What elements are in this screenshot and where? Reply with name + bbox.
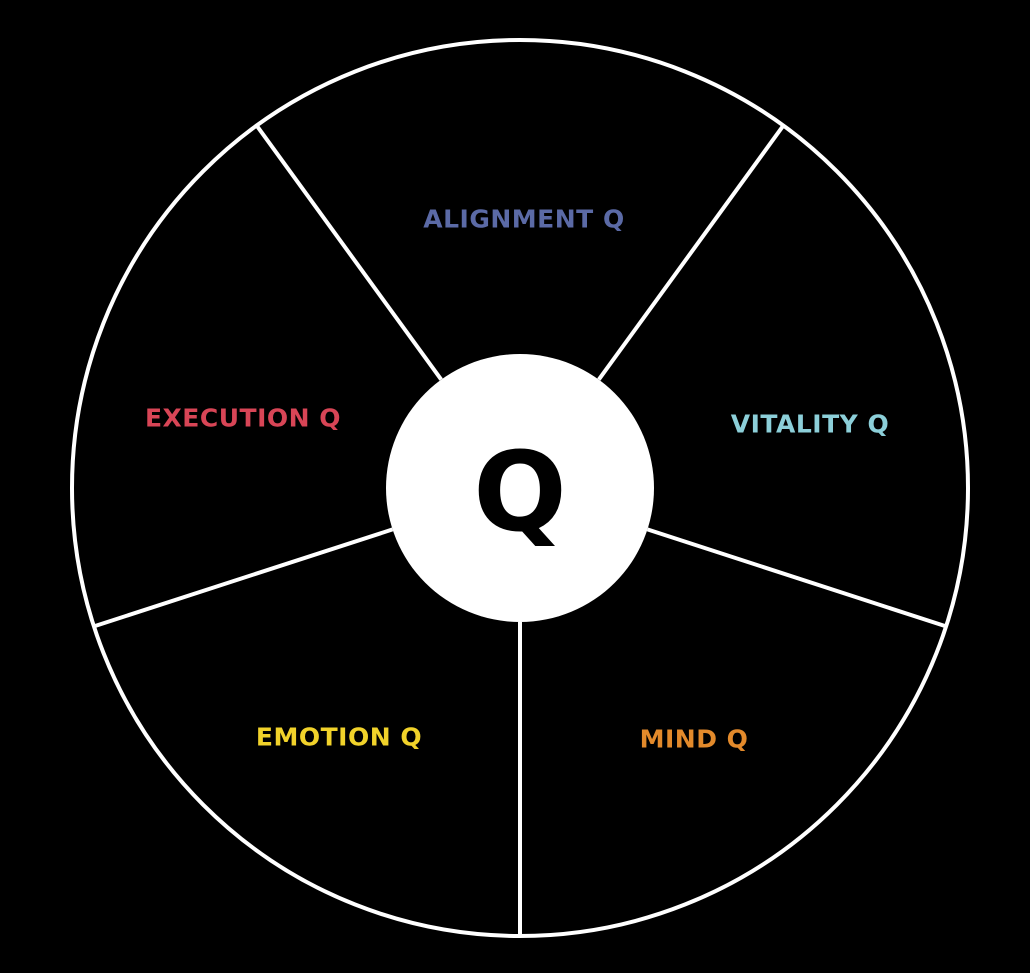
hub-circle <box>386 354 654 622</box>
divider-emotion-execution <box>93 527 394 629</box>
segment-label-mind: MIND Q <box>640 725 749 754</box>
divider-execution-alignment <box>255 124 443 381</box>
divider-vitality-mind <box>646 527 947 629</box>
segment-dividers <box>93 124 947 936</box>
segment-label-execution: EXECUTION Q <box>145 404 341 433</box>
segment-label-alignment: ALIGNMENT Q <box>423 205 624 234</box>
segment-label-vitality: VITALITY Q <box>731 410 889 439</box>
segment-label-emotion: EMOTION Q <box>256 723 422 752</box>
hub-label: Q <box>473 428 567 556</box>
divider-alignment-vitality <box>597 124 785 381</box>
